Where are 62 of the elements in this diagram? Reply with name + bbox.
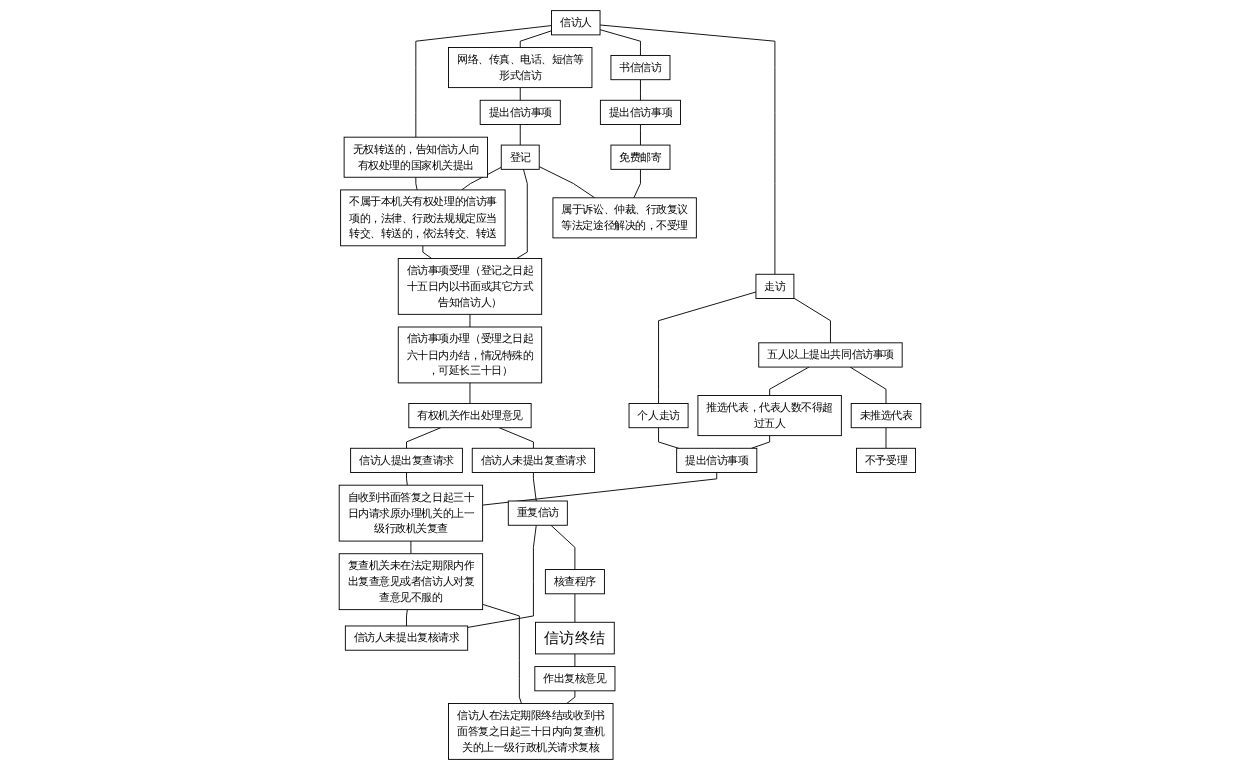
connector: [422, 244, 432, 259]
connector: [482, 603, 522, 704]
connector: [566, 689, 576, 704]
node-box: 提出信访事项: [479, 99, 561, 125]
node-box: 信访终结: [535, 621, 615, 654]
connector: [415, 176, 418, 190]
node-box: 提出信访事项: [599, 99, 681, 125]
node-box: 推选代表，代表人数不得超过五人: [697, 394, 842, 436]
connector: [467, 524, 537, 628]
connector: [406, 471, 408, 486]
node-box: 免费邮寄: [610, 144, 671, 170]
connector: [633, 168, 641, 198]
connector: [415, 24, 552, 138]
node-box: 有权机关作出处理意见: [408, 402, 532, 428]
connector: [519, 123, 521, 146]
connector: [498, 426, 534, 449]
node-box: 个人走访: [628, 402, 689, 428]
node-box: 信访人在法定期限终结或收到书面答复之日起三十日内向复查机关的上一级行政机关请求复核: [448, 702, 614, 760]
node-box: 无权转送的，告知信访人向有权处理的国家机关提出: [343, 136, 488, 178]
connector: [574, 592, 576, 623]
node-box: 书信信访: [610, 54, 671, 80]
node-box: 不予受理: [856, 447, 916, 473]
node-box: 信访人: [551, 9, 601, 35]
connector: [469, 313, 471, 327]
connector: [793, 297, 831, 343]
node-box: 信访事项受理（登记之日起十五日内以书面或其它方式告知信访人）: [397, 257, 543, 315]
node-box: 不属于本机关有权处理的信访事项的，法律、行政法规规定应当转交、转送的，依法转交、转送: [340, 188, 506, 246]
node-box: 未推选代表: [850, 402, 922, 428]
connector: [538, 165, 596, 198]
node-box: 五人以上提出共同信访事项: [758, 341, 903, 368]
connector: [550, 524, 576, 570]
connector: [640, 78, 641, 101]
connector: [849, 366, 887, 404]
node-box: 核查程序: [544, 568, 605, 594]
node-box: 信访人未提出复查请求: [471, 447, 596, 473]
node-box: 信访人提出复查请求: [350, 447, 463, 473]
connector: [769, 366, 810, 396]
connector: [406, 608, 408, 626]
node-box: 信访事项办理（受理之日起六十日内办结，情况特殊的，可延长三十日）: [397, 326, 543, 383]
node-box: 走访: [755, 273, 795, 299]
connector: [406, 426, 442, 449]
node-box: 重复信访: [507, 500, 568, 526]
connector: [640, 123, 641, 146]
node-box: 信访人未提出复核请求: [344, 625, 469, 651]
connector: [482, 471, 718, 506]
connector: [519, 29, 552, 48]
node-box: 提出信访事项: [676, 447, 758, 473]
node-box: 登记: [500, 144, 540, 170]
connector: [599, 28, 641, 56]
connector: [461, 166, 502, 190]
connector: [532, 471, 537, 501]
connector: [658, 291, 757, 404]
node-box: 属于诉讼、仲裁、行政复议等法定途径解决的，不受理: [552, 196, 697, 238]
connector: [885, 426, 887, 449]
node-box: 网络、传真、电话、短信等形式信访: [448, 46, 593, 88]
connector: [519, 86, 521, 101]
node-box: 作出复核意见: [534, 665, 616, 691]
connector: [410, 540, 412, 554]
connector: [574, 652, 576, 667]
connector: [469, 381, 471, 404]
node-box: 自收到书面答复之日起三十日内请求原办理机关的上一级行政机关复查: [338, 484, 484, 542]
node-box: 复查机关未在法定期限内作出复查意见或者信访人对复查意见不服的: [338, 552, 484, 610]
